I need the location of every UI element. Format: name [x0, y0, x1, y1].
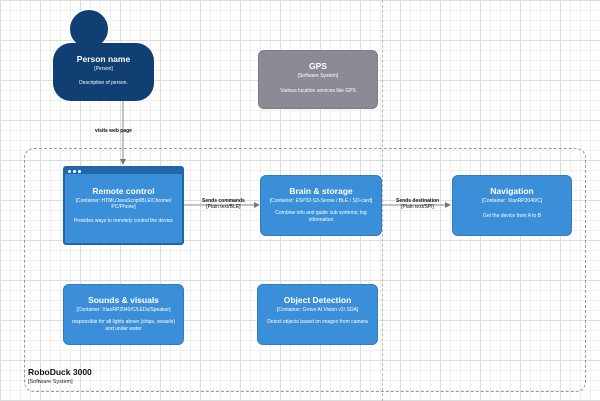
boundary-name: RoboDuck 3000	[28, 367, 92, 377]
brain-tech: [Container: ESP32-S3-Sense / BLE / SD-ca…	[269, 198, 373, 204]
object-detection-title: Object Detection	[283, 295, 352, 305]
edge-destination-tech: [Plain text/SPI]	[401, 204, 434, 211]
object-detection-tech: [Container: Grove AI Vision v2/ SDA]	[276, 307, 359, 313]
edge-commands-label: Sends commands	[202, 198, 245, 204]
browser-bar-icon	[65, 168, 182, 174]
person-node[interactable]: Person name [Person] Description of pers…	[53, 43, 154, 101]
edge-destination-label: Sends destination	[396, 198, 440, 204]
brain-node[interactable]: Brain & storage [Container: ESP32-S3-Sen…	[260, 175, 382, 236]
navigation-description: Get the device from A to B	[482, 213, 542, 220]
remote-control-tech: [Container: HTML/JavaScript/BLE/Chrome/ …	[75, 198, 172, 211]
sounds-description: responsible for all lights above (ships,…	[71, 319, 176, 332]
page-divider	[382, 0, 383, 401]
person-title: Person name	[76, 54, 131, 64]
object-detection-node[interactable]: Object Detection [Container: Grove AI Vi…	[257, 284, 378, 345]
edge-visits-label: visits web page	[95, 128, 132, 134]
person-type: [Person]	[94, 66, 113, 72]
navigation-tech: [Container: XiaoRP2040/C]	[481, 198, 543, 204]
gps-description: Various location services like GPS	[280, 88, 356, 95]
sounds-tech: [Container: XiaoRP2040/C/LEDs/Speaker]	[76, 307, 171, 313]
remote-control-description: Provides ways to remotely control the de…	[74, 217, 173, 224]
remote-control-node[interactable]: Remote control [Container: HTML/JavaScri…	[63, 166, 184, 245]
navigation-node[interactable]: Navigation [Container: XiaoRP2040/C] Get…	[452, 175, 572, 236]
navigation-title: Navigation	[490, 186, 534, 196]
boundary-type: [Software System]	[28, 379, 73, 385]
edge-commands-tech: [Plain text/BLE]	[206, 204, 241, 211]
system-boundary[interactable]	[24, 148, 586, 392]
remote-control-title: Remote control	[92, 186, 155, 196]
sounds-title: Sounds & visuals	[88, 295, 159, 305]
edge-label-destination: Sends destination [Plain text/SPI]	[396, 198, 439, 211]
sounds-node[interactable]: Sounds & visuals [Container: XiaoRP2040/…	[63, 284, 184, 345]
edge-label-commands: Sends commands [Plain text/BLE]	[202, 198, 245, 211]
brain-description: Combine info and guide sub systems; log …	[275, 210, 367, 223]
gps-type: [Software System]	[297, 73, 339, 79]
person-head-icon	[69, 9, 109, 49]
object-detection-description: Detect objects based on images from came…	[267, 319, 368, 326]
person-description: Description of person.	[79, 80, 128, 87]
gps-title: GPS	[309, 61, 327, 71]
brain-title: Brain & storage	[289, 186, 353, 196]
gps-node[interactable]: GPS [Software System] Various location s…	[258, 50, 378, 109]
edge-label-visits: visits web page	[95, 128, 132, 134]
